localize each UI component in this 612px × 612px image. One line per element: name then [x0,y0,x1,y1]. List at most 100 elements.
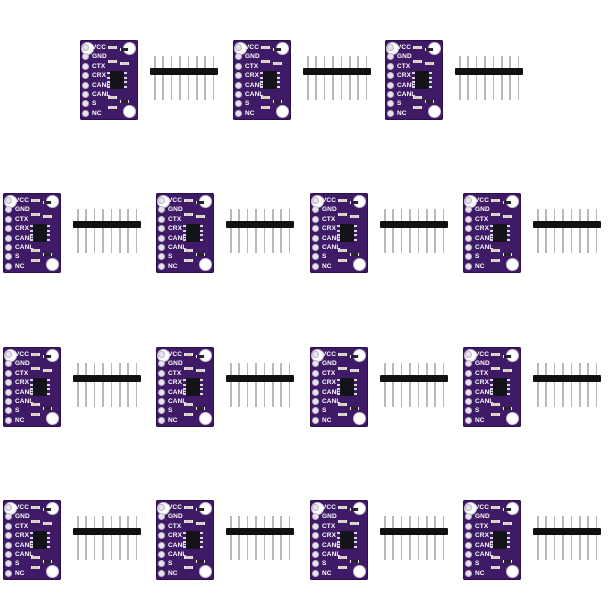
pin-label: CTX [168,369,182,377]
header-pin [434,363,436,407]
smd-component [184,353,193,356]
pin-label: CANL [245,91,264,98]
pin-label: NC [475,262,485,270]
pin-row: NC [312,262,352,271]
header-pin [417,209,420,253]
header-plastic-bar [73,375,141,382]
chip-leg [124,81,127,83]
pin-label: CRX [168,532,183,540]
smd-component [43,522,52,525]
solder-pad [158,416,165,424]
pin-label: CANL [168,551,187,558]
pin-row: VCC [465,350,505,359]
smd-component [31,556,40,559]
header-pin [255,363,257,407]
chip-leg [183,388,186,390]
pin-row: NC [5,569,45,578]
smd-component [31,413,40,416]
chip-leg [107,81,110,83]
header-pin [332,56,334,100]
smd-component [503,407,512,410]
pin-label: NC [92,109,102,117]
mounting-hole [353,258,366,271]
pin-row: CANL [312,550,352,559]
smd-component [184,506,193,509]
chip-leg [337,392,340,395]
mounting-hole [506,412,519,425]
smd-component [43,201,52,204]
solder-pad [158,234,165,242]
header-pin [409,209,411,253]
chip-leg [124,85,127,88]
header-pin [537,209,539,253]
transceiver-chip [493,378,507,396]
pin-label: NC [245,109,255,117]
smd-component [261,46,270,49]
pin-label: CRX [15,225,30,233]
pin-row: CANL [5,550,45,559]
header-pin [93,363,96,407]
smd-component [491,199,500,202]
solder-pad [387,44,394,51]
pin-row: CRX [158,531,198,540]
header-pin [246,209,249,253]
header-pin [442,209,445,253]
pin-row: CANL [158,397,198,406]
solder-pad [465,244,472,251]
smd-component [503,508,512,511]
mounting-hole [46,412,59,425]
header-plastic-bar [303,68,371,75]
smd-component [31,367,40,370]
chip-leg [200,545,203,548]
smd-component [196,522,205,525]
pin-label: GND [475,360,490,368]
chip-leg [30,545,33,548]
smd-component [338,249,347,252]
solder-pad [465,234,472,242]
chip-leg [337,379,340,381]
solder-pad [5,234,12,242]
solder-pad [465,388,472,396]
smd-component [338,413,347,416]
chip-leg [107,72,110,74]
header-pin [562,363,564,407]
smd-component [503,355,512,358]
smd-component [184,367,193,370]
solder-pad [312,560,319,568]
pin-row: CRX [387,71,427,80]
pin-row: CANH [158,541,198,550]
pin-label: CTX [168,522,182,530]
pin-row: S [5,252,45,261]
pin-label: GND [92,53,107,61]
solder-pad [312,532,319,540]
smd-component [108,96,117,99]
chip-leg [412,72,415,74]
mounting-hole [506,258,519,271]
header-pin [102,209,104,253]
pin-label: CRX [475,379,490,387]
pin-row: CTX [5,369,45,378]
chip-leg [124,76,127,79]
pin-label: VCC [168,504,183,511]
chip-leg [183,234,186,236]
header-pin [595,516,598,560]
pin-row: NC [5,262,45,271]
header-pin [110,363,113,407]
smd-component [491,403,500,406]
pin-label: S [168,253,173,261]
chip-leg [507,532,510,534]
header-plastic-bar [533,528,601,535]
pin-label: CTX [322,215,336,223]
pin-label: CANL [475,398,494,405]
solder-pad [312,215,319,223]
header-pin [545,209,547,253]
pin-header-strip [226,516,294,560]
chip-leg [354,388,357,390]
solder-pad [158,551,165,558]
pin-label: S [322,560,327,568]
pin-row: NC [82,109,122,118]
pin-label: NC [475,416,485,424]
